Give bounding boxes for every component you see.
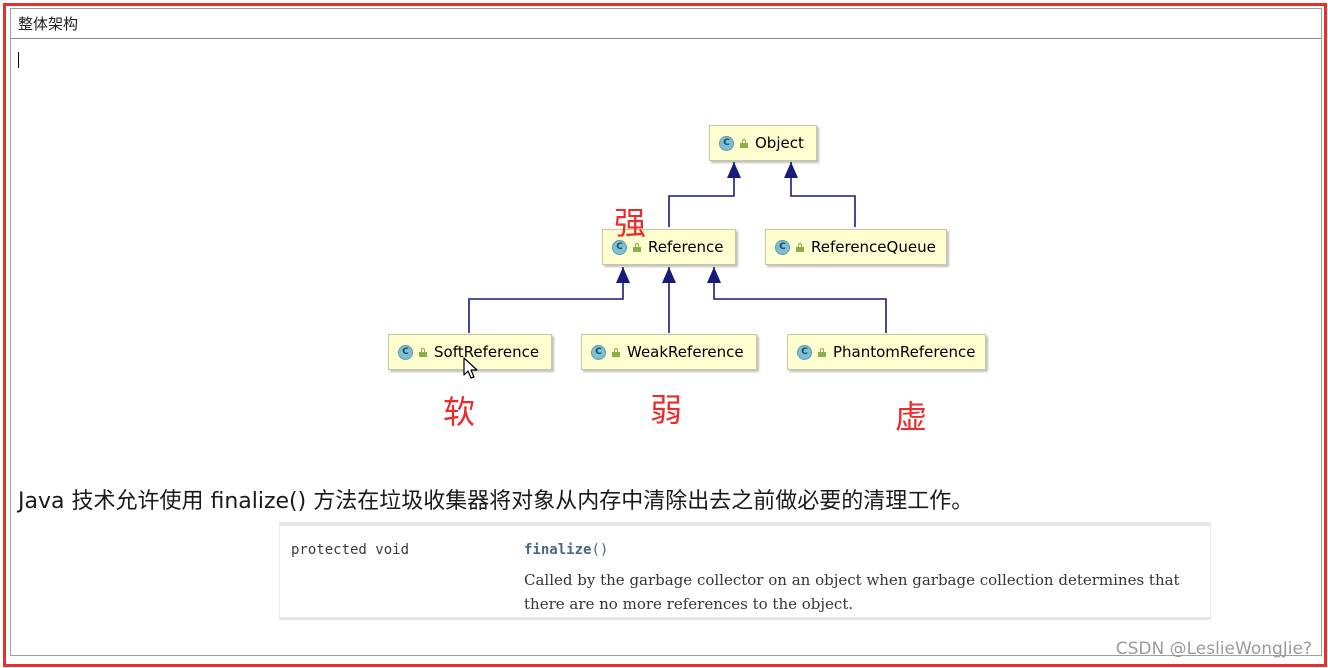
edge-softreference-reference: [468, 267, 624, 333]
lock-icon: [633, 242, 641, 252]
arrowhead-reference-right: [707, 267, 721, 283]
lock-icon: [419, 347, 427, 357]
watermark: CSDN @LeslieWongJie?: [1115, 639, 1312, 659]
edge-phantomreference-reference: [713, 267, 887, 333]
method-modifier: protected void: [291, 542, 410, 558]
label-strong: 强: [614, 204, 647, 242]
class-name: Reference: [648, 238, 724, 256]
class-name: PhantomReference: [833, 343, 976, 361]
class-node-referencequeue[interactable]: C ReferenceQueue: [765, 229, 947, 265]
class-node-reference[interactable]: C Reference: [602, 229, 736, 265]
lock-icon: [740, 138, 748, 148]
class-name: SoftReference: [434, 343, 540, 361]
class-node-object[interactable]: C Object: [709, 125, 817, 161]
class-name: WeakReference: [627, 343, 744, 361]
arrowhead-reference-mid: [662, 267, 676, 283]
highlight-frame: [3, 3, 1327, 667]
class-icon: C: [775, 239, 790, 255]
method-signature: finalize(): [524, 542, 608, 558]
text-caret: [18, 52, 19, 68]
lock-icon: [818, 347, 826, 357]
class-node-weakreference[interactable]: C WeakReference: [581, 334, 757, 370]
label-phantom: 虚: [895, 398, 928, 436]
class-name: Object: [755, 134, 804, 152]
arrowhead-object-left: [727, 162, 741, 178]
edge-reference-object: [668, 162, 735, 227]
api-method-summary: protected void finalize() Called by the …: [279, 522, 1211, 620]
arrowhead-reference-left: [616, 267, 630, 283]
panel-title: 整体架构: [11, 9, 1321, 39]
mouse-pointer-icon: [463, 357, 478, 379]
label-weak: 弱: [650, 391, 683, 429]
class-node-phantomreference[interactable]: C PhantomReference: [787, 334, 986, 370]
label-soft: 软: [443, 393, 476, 431]
class-icon: C: [591, 344, 606, 360]
class-icon: C: [797, 344, 812, 360]
arrowhead-object-right: [784, 162, 798, 178]
class-icon: C: [719, 135, 734, 151]
edge-referencequeue-object: [790, 162, 856, 227]
method-description: Called by the garbage collector on an ob…: [524, 571, 1180, 613]
method-name-link[interactable]: finalize: [524, 542, 592, 558]
class-icon: C: [398, 344, 413, 360]
lock-icon: [612, 347, 620, 357]
lock-icon: [796, 242, 804, 252]
class-name: ReferenceQueue: [811, 238, 936, 256]
class-icon: C: [612, 239, 627, 255]
method-parens: (): [591, 542, 609, 558]
finalize-description: Java 技术允许使用 finalize() 方法在垃圾收集器将对象从内存中清除…: [18, 489, 974, 514]
